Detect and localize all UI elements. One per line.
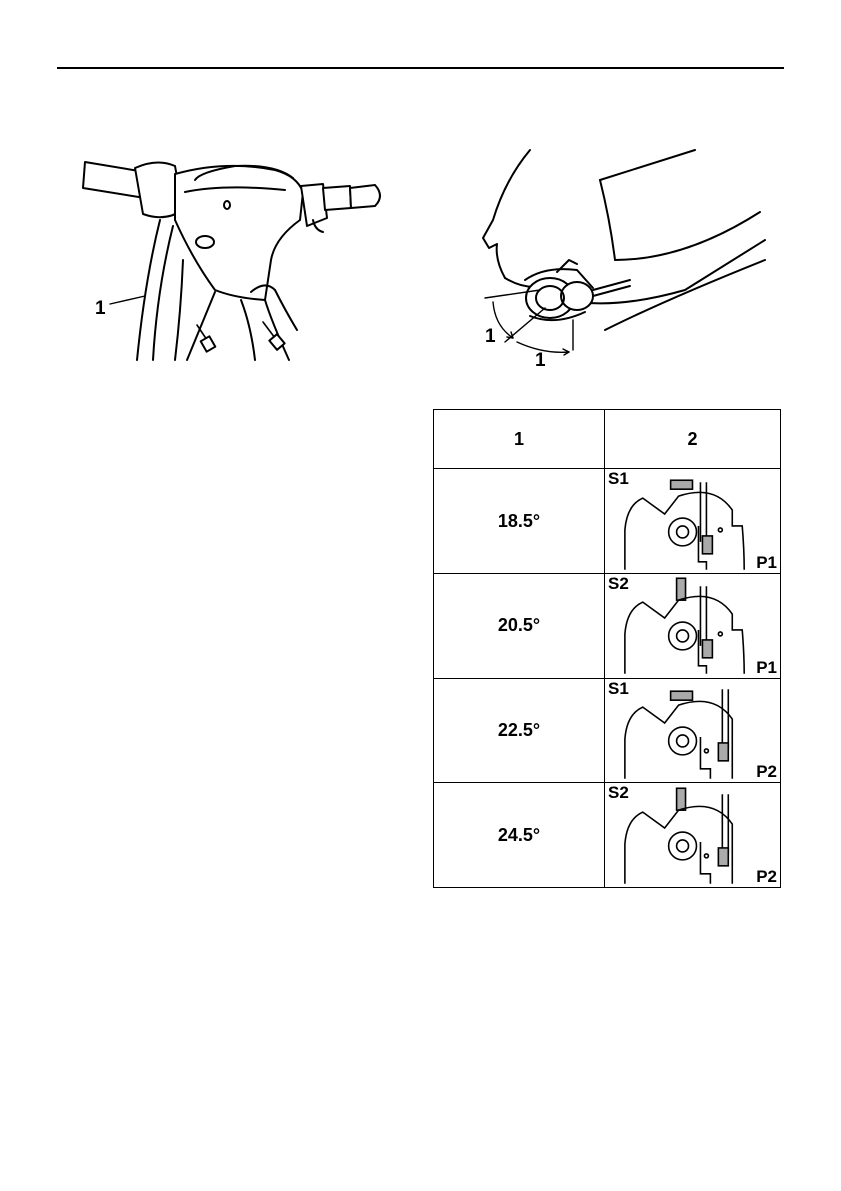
angle-value: 24.5° <box>434 783 605 888</box>
position-label: P1 <box>756 658 777 678</box>
setting-label: S2 <box>608 783 629 803</box>
meter-angle-illustration: 1 1 <box>465 140 785 375</box>
position-diagram: S2 P2 <box>605 783 781 888</box>
angle-value: 22.5° <box>434 678 605 783</box>
setting-label: S1 <box>608 679 629 699</box>
setting-label: S1 <box>608 469 629 489</box>
position-diagram: S1 P1 <box>605 469 781 574</box>
angle-value: 18.5° <box>434 469 605 574</box>
table-row: 22.5° S1 P2 <box>434 678 781 783</box>
callout-1: 1 <box>95 298 106 320</box>
position-label: P1 <box>756 553 777 573</box>
position-diagram: S1 P2 <box>605 678 781 783</box>
setting-label: S2 <box>608 574 629 594</box>
handlebar-cover-illustration: 1 <box>75 150 395 365</box>
position-label: P2 <box>756 762 777 782</box>
bracket-diagram-s2-p1 <box>605 574 780 677</box>
callout-1-lower: 1 <box>535 350 546 372</box>
column-header-angle: 1 <box>434 410 605 469</box>
meter-drawing <box>465 140 785 375</box>
table-row: 20.5° S2 P1 <box>434 574 781 679</box>
column-header-position: 2 <box>605 410 781 469</box>
position-label: P2 <box>756 867 777 887</box>
table-row: 24.5° S2 P2 <box>434 783 781 888</box>
bracket-diagram-s2-p2 <box>605 784 780 887</box>
table-row: 18.5° S1 P1 <box>434 469 781 574</box>
table-header-row: 1 2 <box>434 410 781 469</box>
angle-adjustment-table: 1 2 18.5° S1 P1 20.5° S2 <box>433 409 781 888</box>
header-rule <box>57 67 784 69</box>
position-diagram: S2 P1 <box>605 574 781 679</box>
bracket-diagram-s1-p2 <box>605 679 780 782</box>
handlebar-drawing <box>75 150 395 365</box>
angle-value: 20.5° <box>434 574 605 679</box>
bracket-diagram-s1-p1 <box>605 470 780 573</box>
callout-1-upper: 1 <box>485 326 496 348</box>
